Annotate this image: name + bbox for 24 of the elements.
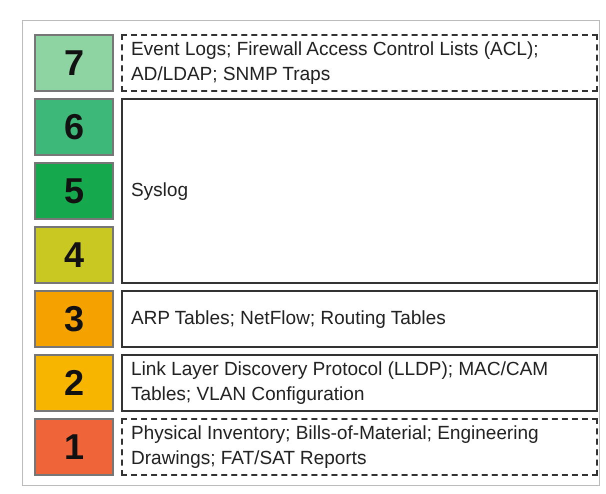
layer-number-box xyxy=(34,354,114,412)
data-source-text: Syslog xyxy=(131,178,188,203)
layer-number: 5 xyxy=(64,170,84,212)
layer-number-box xyxy=(34,98,114,156)
data-source-text: ARP Tables; NetFlow; Routing Tables xyxy=(131,306,446,331)
layer-number: 1 xyxy=(64,426,84,468)
layer-number: 2 xyxy=(64,362,84,404)
data-source-box xyxy=(121,290,598,348)
layer-number-box xyxy=(34,290,114,348)
layer-number: 4 xyxy=(64,234,84,276)
layer-number-box xyxy=(34,34,114,92)
data-source-text: Physical Inventory; Bills-of-Material; Engineering Drawings; FAT/SAT Reports xyxy=(131,422,540,471)
data-source-box xyxy=(121,98,598,284)
layer-number-box xyxy=(34,226,114,284)
data-source-text: Event Logs; Firewall Access Control Lists (ACL); AD/LDAP; SNMP Traps xyxy=(131,38,540,87)
layer-number: 7 xyxy=(64,42,84,84)
data-source-box xyxy=(121,418,598,476)
layer-number-box xyxy=(34,162,114,220)
layer-number-box xyxy=(34,418,114,476)
data-source-text: Link Layer Discovery Protocol (LLDP); MAC/CAM Tables; VLAN Configuration xyxy=(131,358,550,407)
layer-number: 3 xyxy=(64,298,84,340)
layer-number: 6 xyxy=(64,106,84,148)
data-source-box xyxy=(121,34,598,92)
data-source-box xyxy=(121,354,598,412)
